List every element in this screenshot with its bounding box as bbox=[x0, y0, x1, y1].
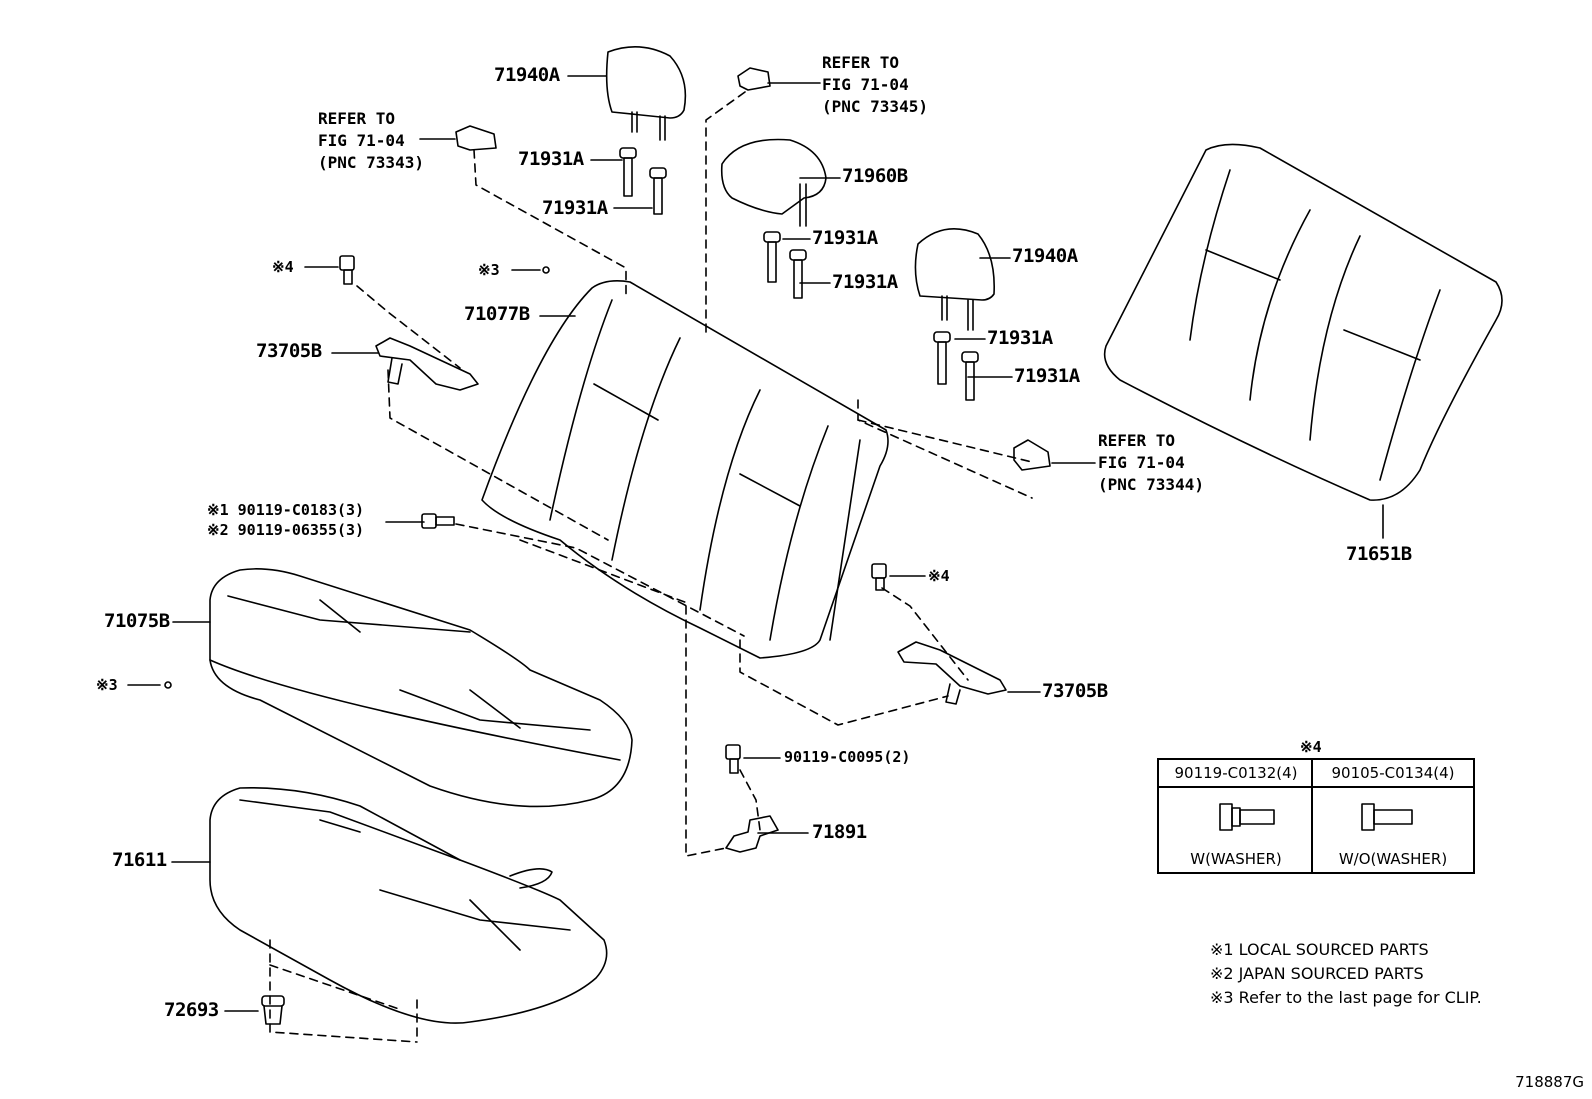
part-label-72693: 72693 bbox=[164, 999, 219, 1021]
mark-4: ※4 bbox=[928, 567, 950, 585]
part-label-bolt-06355: ※2 90119-06355(3) bbox=[207, 521, 365, 539]
table-caption-col1: W(WASHER) bbox=[1190, 850, 1282, 868]
part-label-71931A: 71931A bbox=[832, 271, 898, 293]
part-label-bolt-c0095: 90119-C0095(2) bbox=[784, 748, 911, 766]
seat-cushion-cover-71075B bbox=[209, 568, 633, 808]
mark-4: ※4 bbox=[272, 258, 294, 276]
part-label-71651B: 71651B bbox=[1346, 543, 1412, 565]
part-label-73705B: 73705B bbox=[1042, 680, 1108, 702]
seat-cushion-pad-71611 bbox=[209, 787, 608, 1024]
bolt-variant-table: 90119-C0132(4) 90105-C0134(4) W(WASHER) … bbox=[1157, 758, 1475, 874]
part-label-71931A: 71931A bbox=[812, 227, 878, 249]
clip-72693 bbox=[261, 995, 285, 1025]
mark-3: ※3 bbox=[478, 261, 500, 279]
part-label-71077B: 71077B bbox=[464, 303, 530, 325]
table-caption-col2: W/O(WASHER) bbox=[1338, 850, 1448, 868]
footnote-1: ※1 LOCAL SOURCED PARTS bbox=[1210, 940, 1429, 959]
seat-back-71077B bbox=[481, 280, 889, 659]
mark-3: ※3 bbox=[96, 676, 118, 694]
hinge-73705B-left bbox=[375, 337, 479, 391]
footnote-3: ※3 Refer to the last page for CLIP. bbox=[1210, 988, 1482, 1007]
leader-lines bbox=[127, 75, 1384, 1012]
part-label-71960B: 71960B bbox=[842, 165, 908, 187]
table-bolt-drawings bbox=[1219, 803, 1413, 831]
part-label-bolt-c0183: ※1 90119-C0183(3) bbox=[207, 501, 365, 519]
refer-note-73345: REFER TO FIG 71-04 (PNC 73345) bbox=[822, 53, 928, 116]
part-label-73705B: 73705B bbox=[256, 340, 322, 362]
headrest-71940A-top bbox=[605, 46, 687, 141]
hinge-73705B-right bbox=[897, 641, 1007, 705]
part-label-71611: 71611 bbox=[112, 849, 167, 871]
figure-code: 718887G bbox=[1515, 1073, 1584, 1091]
part-label-71940A: 71940A bbox=[494, 64, 560, 86]
dashed-connectors bbox=[269, 91, 1033, 1043]
part-label-71931A: 71931A bbox=[518, 148, 584, 170]
bracket-refs bbox=[455, 67, 1051, 471]
refer-note-73344: REFER TO FIG 71-04 (PNC 73344) bbox=[1098, 431, 1204, 494]
table-header-col2: 90105-C0134(4) bbox=[1331, 764, 1455, 782]
headrest-71960B bbox=[720, 138, 827, 227]
footnote-2: ※2 JAPAN SOURCED PARTS bbox=[1210, 964, 1424, 983]
part-label-71931A: 71931A bbox=[987, 327, 1053, 349]
part-label-71891: 71891 bbox=[812, 821, 867, 843]
part-label-71931A: 71931A bbox=[542, 197, 608, 219]
part-label-71075B: 71075B bbox=[104, 610, 170, 632]
headrest-71940A-mid bbox=[914, 228, 995, 331]
clip-marks bbox=[164, 266, 550, 689]
seat-back-cover-71651B bbox=[1103, 143, 1503, 501]
table-header-col1: 90119-C0132(4) bbox=[1174, 764, 1298, 782]
part-label-71931A: 71931A bbox=[1014, 365, 1080, 387]
refer-note-73343: REFER TO FIG 71-04 (PNC 73343) bbox=[318, 109, 424, 172]
headrest-guides bbox=[619, 147, 979, 401]
part-label-71940A: 71940A bbox=[1012, 245, 1078, 267]
table-mark-4: ※4 bbox=[1300, 738, 1322, 756]
bolts bbox=[339, 255, 887, 774]
bracket-71891 bbox=[725, 815, 779, 853]
